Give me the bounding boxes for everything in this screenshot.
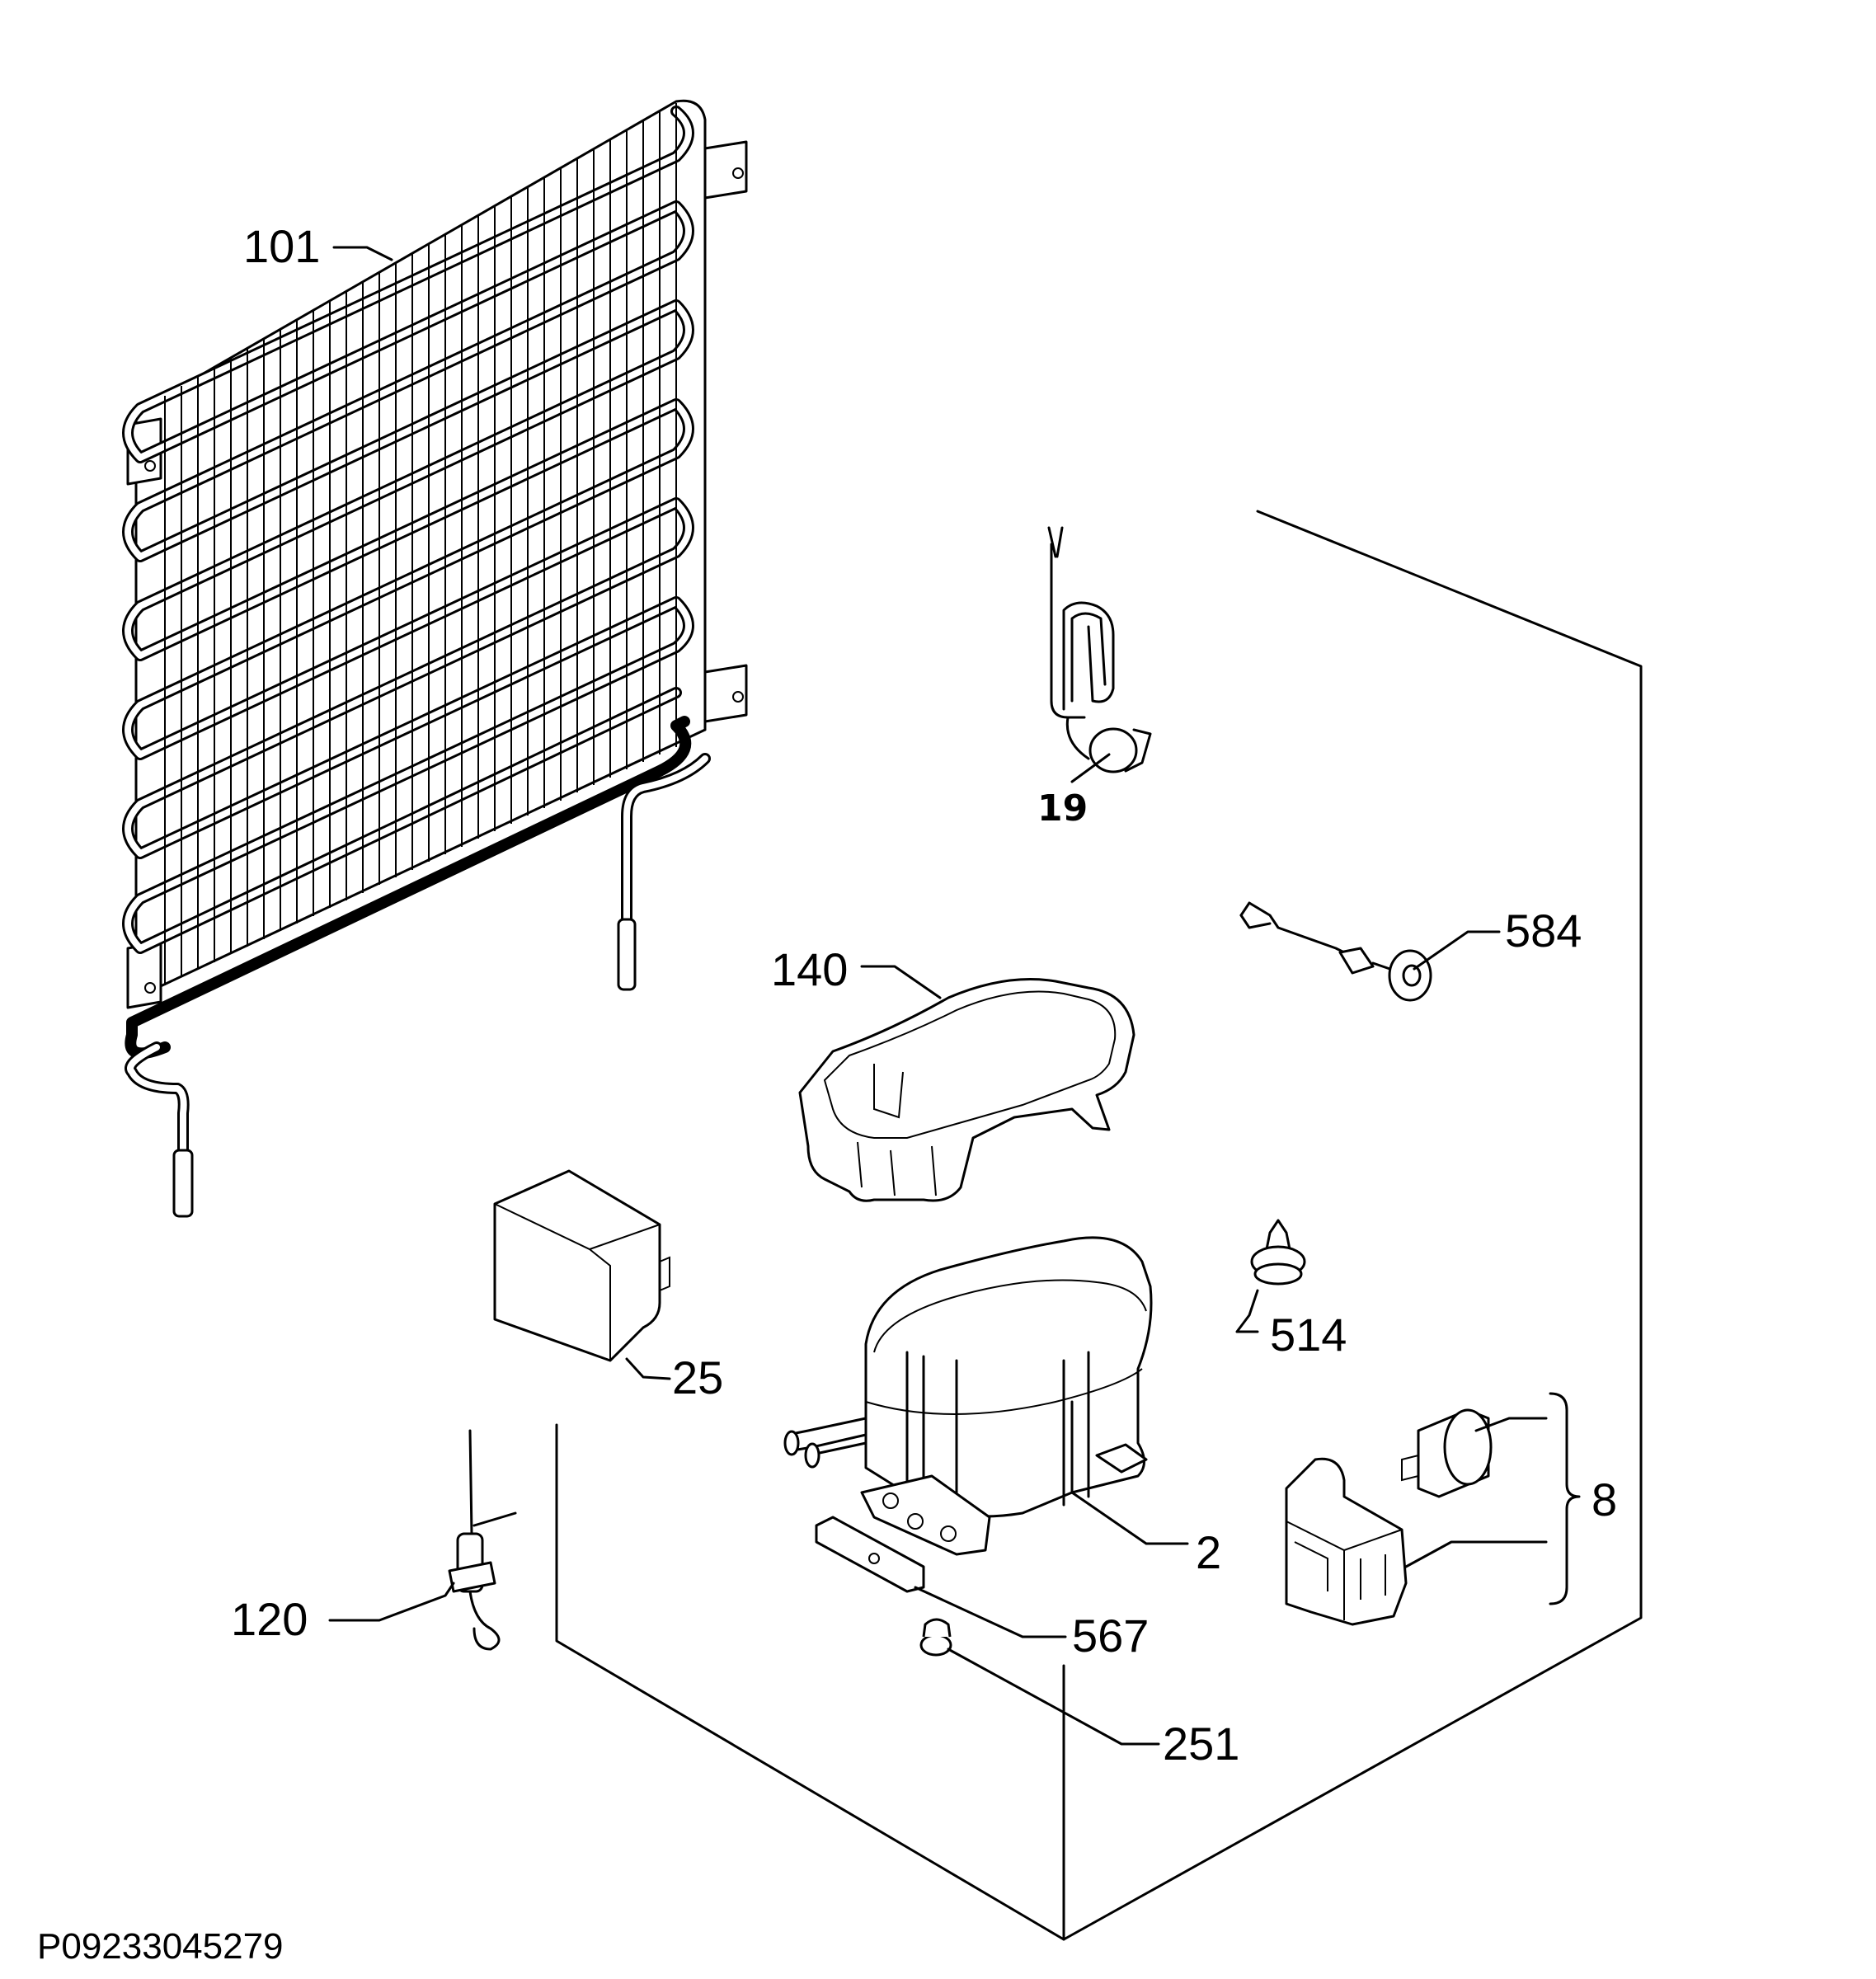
wire-harness — [1047, 526, 1152, 783]
label-101: 101 — [243, 220, 393, 272]
rubber-foot — [919, 1618, 1160, 1746]
drawing-code: P09233045279 — [37, 1926, 284, 1967]
drip-tray — [798, 978, 1135, 1202]
part-label-251: 251 — [1163, 1718, 1239, 1770]
part-label-140: 140 — [771, 943, 848, 995]
part-label-25: 25 — [672, 1351, 723, 1403]
part-label-8: 8 — [1592, 1474, 1617, 1525]
cabinet-outline — [555, 510, 1643, 1941]
compressor — [783, 1236, 1153, 1556]
part-label-101: 101 — [243, 220, 320, 272]
part-label-514: 514 — [1270, 1309, 1347, 1361]
part-label-19: 19 — [1037, 787, 1088, 830]
mounting-plate — [815, 1516, 1067, 1638]
power-cord-plug — [1239, 901, 1501, 1002]
label-2: 2 — [1070, 1491, 1221, 1578]
part-label-120: 120 — [231, 1593, 308, 1645]
part-label-567: 567 — [1072, 1610, 1149, 1662]
grommet-clip — [1235, 1219, 1306, 1333]
relay-box-cover — [493, 1169, 670, 1362]
part-label-584: 584 — [1505, 905, 1582, 957]
start-relay-group — [1285, 1392, 1581, 1626]
condenser — [122, 99, 748, 1218]
part-label-2: 2 — [1196, 1526, 1221, 1578]
label-25: 25 — [625, 1351, 723, 1403]
condenser-fins — [164, 103, 677, 985]
label-140: 140 — [771, 943, 942, 999]
filter-drier — [328, 1429, 517, 1651]
